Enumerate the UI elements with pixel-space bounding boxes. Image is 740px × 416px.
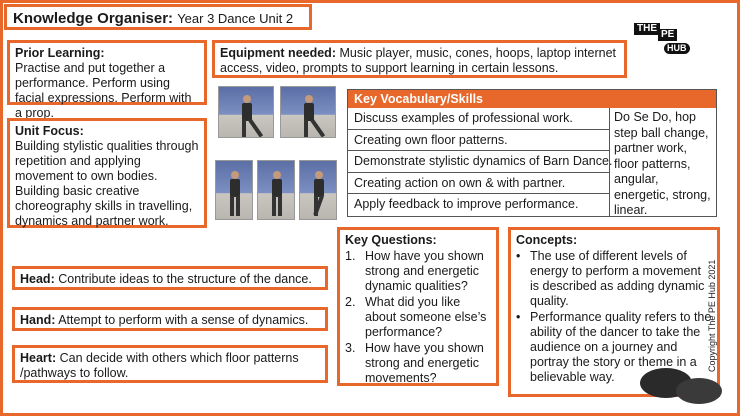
- hand-text: Attempt to perform with a sense of dynam…: [58, 313, 309, 327]
- item-number: 2.: [345, 295, 356, 309]
- list-item: 2. What did you like about someone else’s…: [345, 295, 491, 340]
- item-number: 3.: [345, 341, 356, 355]
- item-text: The use of different levels of energy to…: [530, 249, 705, 308]
- dancer-photo-4: [257, 160, 295, 220]
- heart-box: Heart: Can decide with others which floo…: [12, 345, 328, 383]
- hand-box: Hand: Attempt to perform with a sense of…: [12, 307, 328, 331]
- bullet-icon: •: [516, 249, 521, 263]
- item-text: Performance quality refers to the abilit…: [530, 310, 712, 384]
- logo-pe: PE: [658, 29, 678, 41]
- list-item: • The use of different levels of energy t…: [516, 249, 712, 309]
- dancer-figure-icon: [225, 171, 245, 216]
- prior-learning-text: Practise and put together a performance.…: [15, 61, 192, 120]
- vocab-skill-row: Creating action on own & with partner.: [348, 173, 609, 195]
- page-title: Knowledge Organiser: Year 3 Dance Unit 2: [4, 4, 312, 30]
- vocab-table: Key Vocabulary/Skills Discuss examples o…: [347, 89, 717, 217]
- vocab-skill-row: Apply feedback to improve performance.: [354, 197, 579, 212]
- vocab-skill-row: Demonstrate stylistic dynamics of Barn D…: [348, 151, 612, 173]
- heart-text: Can decide with others which floor patte…: [20, 351, 299, 380]
- concepts-list: • The use of different levels of energy t…: [516, 249, 712, 385]
- hand-heading: Hand:: [20, 313, 56, 327]
- item-number: 1.: [345, 249, 356, 263]
- vocab-terms: Do Se Do, hop step ball change, partner …: [614, 110, 711, 217]
- list-item: 1. How have you shown strong and energeti…: [345, 249, 491, 294]
- key-questions-heading: Key Questions:: [345, 233, 437, 247]
- dancer-photo-1: [218, 86, 274, 138]
- heart-heading: Heart:: [20, 351, 57, 365]
- unit-focus-text: Building stylistic qualities through rep…: [15, 139, 199, 228]
- copyright-text: Copyright The PE Hub 2021: [707, 259, 717, 372]
- logo-the: THE: [634, 23, 660, 35]
- bullet-icon: •: [516, 310, 521, 324]
- agility-disc-icon: [676, 378, 722, 404]
- unit-focus-heading: Unit Focus:: [15, 124, 84, 138]
- dancer-photo-3: [215, 160, 253, 220]
- dancer-figure-icon: [309, 171, 329, 216]
- list-item: • Performance quality refers to the abili…: [516, 310, 712, 385]
- item-text: How have you shown strong and energetic …: [365, 341, 484, 385]
- head-box: Head: Contribute ideas to the structure …: [12, 266, 328, 290]
- dancer-photo-2: [280, 86, 336, 138]
- vocab-body: Discuss examples of professional work. C…: [348, 108, 716, 217]
- equipment-heading: Equipment needed:: [220, 46, 336, 60]
- prior-learning-heading: Prior Learning:: [15, 46, 105, 60]
- list-item: 3. How have you shown strong and energeti…: [345, 341, 491, 386]
- pe-hub-logo: THE PE HUB: [634, 23, 698, 59]
- head-text: Contribute ideas to the structure of the…: [58, 272, 312, 286]
- dancer-figure-icon: [267, 171, 287, 216]
- vocab-skills: Discuss examples of professional work. C…: [348, 108, 612, 216]
- title-sub: Year 3 Dance Unit 2: [177, 11, 294, 26]
- logo-hub: HUB: [664, 43, 690, 54]
- title-main: Knowledge Organiser:: [13, 10, 174, 27]
- vocab-heading: Key Vocabulary/Skills: [348, 90, 716, 108]
- prior-learning-box: Prior Learning: Practise and put togethe…: [7, 40, 207, 120]
- vocab-skill-row: Creating own floor patterns.: [348, 130, 609, 152]
- concepts-box: Concepts: • The use of different levels o…: [508, 227, 720, 397]
- equipment-box: Equipment needed: Music player, music, c…: [212, 40, 627, 78]
- key-questions-box: Key Questions: 1. How have you shown stro…: [337, 227, 499, 386]
- concepts-heading: Concepts:: [516, 233, 578, 247]
- item-text: What did you like about someone else’s p…: [365, 295, 487, 339]
- equipment-text: Music player, music, cones, hoops, lapto…: [220, 46, 617, 75]
- dancer-figure-icon: [237, 95, 264, 137]
- dancer-figure-icon: [299, 95, 326, 137]
- head-heading: Head:: [20, 272, 55, 286]
- item-text: How have you shown strong and energetic …: [365, 249, 484, 293]
- unit-focus-box: Unit Focus: Building stylistic qualities…: [7, 118, 207, 228]
- key-questions-list: 1. How have you shown strong and energeti…: [345, 249, 491, 386]
- vocab-skill-row: Discuss examples of professional work.: [348, 108, 609, 130]
- dancer-photo-5: [299, 160, 337, 220]
